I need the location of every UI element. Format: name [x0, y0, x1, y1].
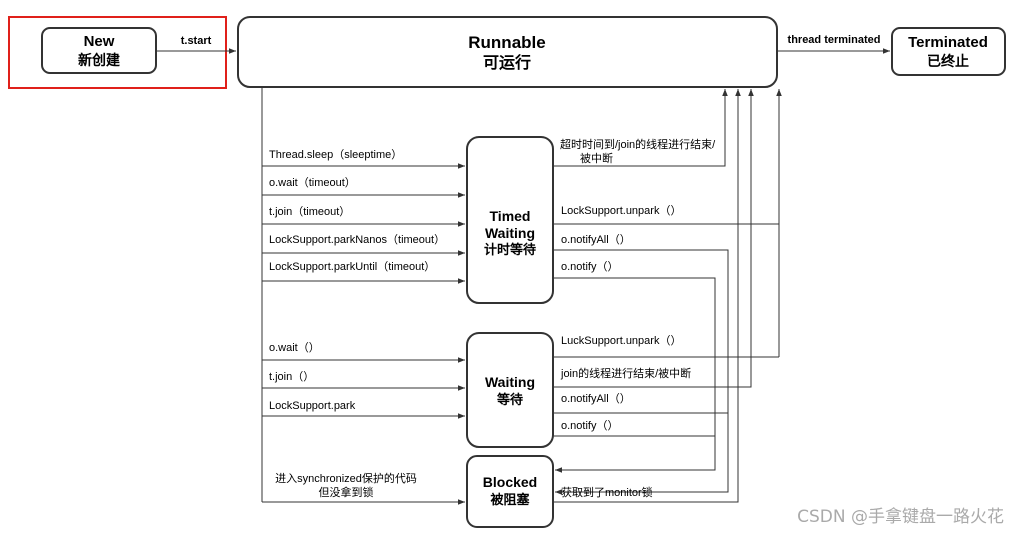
state-new[interactable]: New 新创建: [41, 27, 157, 74]
state-terminated-zh: 已终止: [927, 53, 969, 69]
label-timed-in-5: LockSupport.parkUntil（timeout）: [269, 260, 435, 273]
state-blocked-zh: 被阻塞: [489, 492, 530, 507]
label-timed-notify: o.notify（）: [561, 260, 618, 273]
watermark-text: CSDN @手拿键盘一路火花: [797, 506, 1004, 527]
label-start: t.start: [181, 35, 212, 47]
state-blocked-en: Blocked: [483, 474, 537, 490]
label-timed-notifyall: o.notifyAll（）: [561, 233, 631, 246]
state-waiting[interactable]: Waiting 等待: [466, 332, 554, 448]
state-terminated[interactable]: Terminated 已终止: [891, 27, 1006, 76]
label-waiting-in-1: o.wait（）: [269, 341, 320, 354]
arrow-timed-notify: [553, 277, 716, 473]
label-terminate: thread terminated: [788, 34, 881, 46]
label-waiting-join: join的线程进行结束/被中断: [560, 366, 691, 380]
label-timed-in-4: LockSupport.parkNanos（timeout）: [269, 233, 445, 246]
label-blocked-in-1: 进入synchronized保护的代码: [275, 471, 417, 485]
arrow-timed-notifyall: [553, 249, 729, 495]
label-waiting-unpark: LuckSupport.unpark（）: [561, 334, 681, 347]
state-terminated-en: Terminated: [908, 34, 988, 51]
label-timed-timeout-1: 超时时间到/join的线程进行结束/: [560, 137, 716, 151]
state-waiting-zh: 等待: [496, 392, 523, 407]
label-waiting-in-2: t.join（）: [269, 370, 314, 383]
label-waiting-in-3: LockSupport.park: [269, 400, 356, 412]
label-blocked-out: 获取到了monitor锁: [561, 485, 653, 499]
arrow-waiting-join: [553, 89, 754, 388]
state-waiting-en: Waiting: [485, 374, 535, 390]
state-runnable[interactable]: Runnable 可运行: [237, 16, 778, 88]
label-timed-timeout-2: 被中断: [580, 151, 613, 165]
label-blocked-in-2: 但没拿到锁: [319, 485, 374, 499]
label-waiting-notifyall: o.notifyAll（）: [561, 392, 631, 405]
state-blocked[interactable]: Blocked 被阻塞: [466, 455, 554, 528]
label-timed-in-3: t.join（timeout）: [269, 205, 350, 218]
label-timed-in-2: o.wait（timeout）: [269, 176, 356, 189]
arrow-blocked-out: [553, 89, 741, 503]
label-timed-unpark: LockSupport.unpark（）: [561, 204, 681, 217]
state-runnable-zh: 可运行: [483, 53, 531, 72]
new-highlight-frame: [8, 16, 227, 89]
arrow-timed-timeout: [553, 89, 728, 167]
state-new-zh: 新创建: [78, 52, 120, 68]
label-waiting-notify: o.notify（）: [561, 419, 618, 432]
state-timed-line1: Timed: [490, 208, 531, 224]
state-timed-line2: Waiting: [485, 225, 535, 241]
state-timed-waiting[interactable]: Timed Waiting 计时等待: [466, 136, 554, 304]
state-runnable-en: Runnable: [468, 33, 545, 52]
state-timed-line3: 计时等待: [484, 242, 536, 257]
state-new-en: New: [84, 33, 115, 50]
label-timed-in-1: Thread.sleep（sleeptime）: [269, 148, 402, 161]
